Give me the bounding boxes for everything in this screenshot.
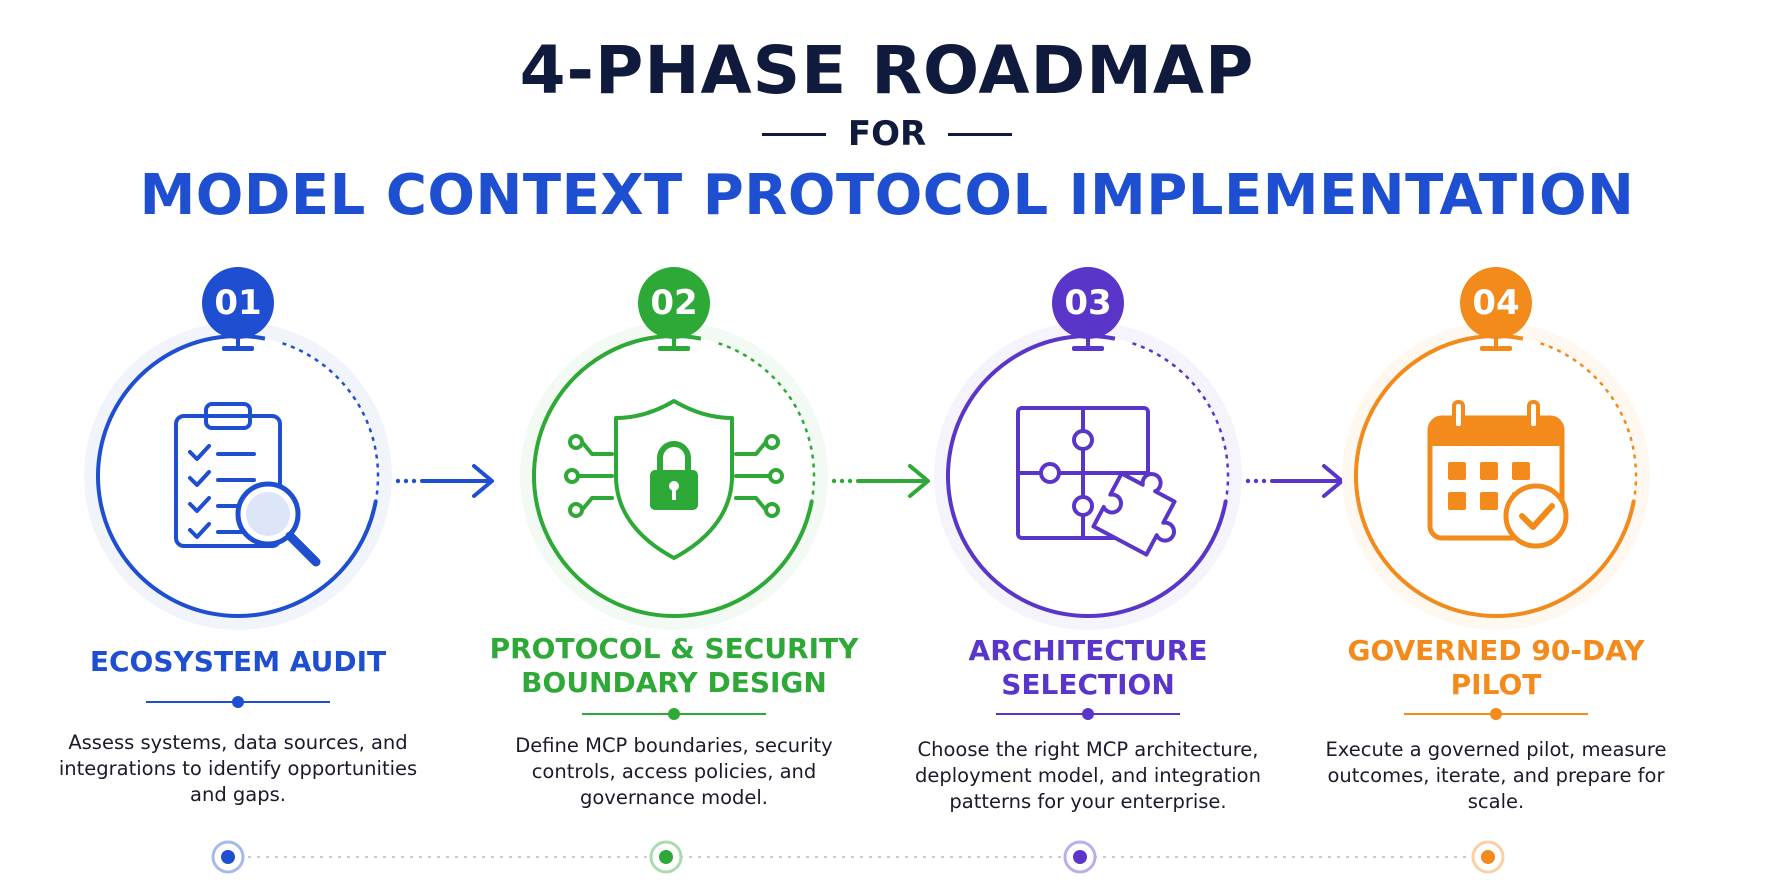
phase-02-ring	[532, 334, 814, 618]
phase-03-underline-dot	[1082, 708, 1094, 720]
phase-04-title: GOVERNED 90-DAY PILOT	[1347, 634, 1645, 701]
phase-03-graphic	[934, 267, 1242, 874]
phase-03-title: ARCHITECTURE SELECTION	[968, 634, 1208, 701]
phase-04-description: Execute a governed pilot, measure outcom…	[1325, 738, 1667, 813]
phase-02-underline-dot	[668, 708, 680, 720]
phase-03-description: Choose the right MCP architecture, deplo…	[915, 738, 1261, 813]
page-title: 4-PHASE ROADMAP	[519, 32, 1255, 109]
phase-03-ring-dashed	[1132, 342, 1230, 501]
calendar-check-icon	[1427, 400, 1569, 549]
for-label: FOR	[847, 114, 927, 154]
phase-04-underline-dot	[1490, 708, 1502, 720]
phase-04-ring-dashed	[1540, 342, 1638, 501]
phase-01-graphic	[84, 267, 392, 874]
phase-04-graphic	[1342, 267, 1650, 874]
phase-04-number: 04	[1472, 283, 1520, 323]
phase-01-ring	[96, 334, 378, 618]
phase-01-ring-dashed	[282, 342, 380, 501]
phase-01-description: Assess systems, data sources, and integr…	[58, 731, 418, 806]
for-line-left	[761, 132, 826, 136]
phase-02-ring-dashed	[718, 342, 816, 501]
phase-02-graphic	[520, 267, 828, 874]
phase-02-badge	[638, 267, 710, 339]
phase-03-ring	[946, 334, 1228, 618]
phase-03-badge	[1052, 267, 1124, 339]
phase-03-number: 03	[1064, 283, 1112, 323]
arrow-01-to-next	[395, 464, 494, 498]
phase-01-title: ECOSYSTEM AUDIT	[89, 645, 387, 678]
phase-01-badge	[202, 267, 274, 339]
shield-lock-icon	[564, 399, 784, 560]
phase-01-number: 01	[214, 283, 262, 323]
phase-02-description: Define MCP boundaries, security controls…	[515, 734, 833, 809]
page-subtitle: MODEL CONTEXT PROTOCOL IMPLEMENTATION	[139, 163, 1635, 228]
arrow-03-to-next	[1245, 464, 1344, 498]
phase-02-title: PROTOCOL & SECURITY BOUNDARY DESIGN	[489, 632, 859, 699]
puzzle-icon	[1016, 406, 1177, 557]
phase-02-number: 02	[650, 283, 698, 323]
for-row: FOR	[0, 114, 1774, 154]
for-line-right	[948, 132, 1013, 136]
phase-04-ring	[1354, 334, 1636, 618]
phase-04-badge	[1460, 267, 1532, 339]
arrow-02-to-next	[831, 464, 930, 498]
clipboard-magnifier-icon	[174, 402, 321, 567]
phase-01-underline-dot	[232, 696, 244, 708]
